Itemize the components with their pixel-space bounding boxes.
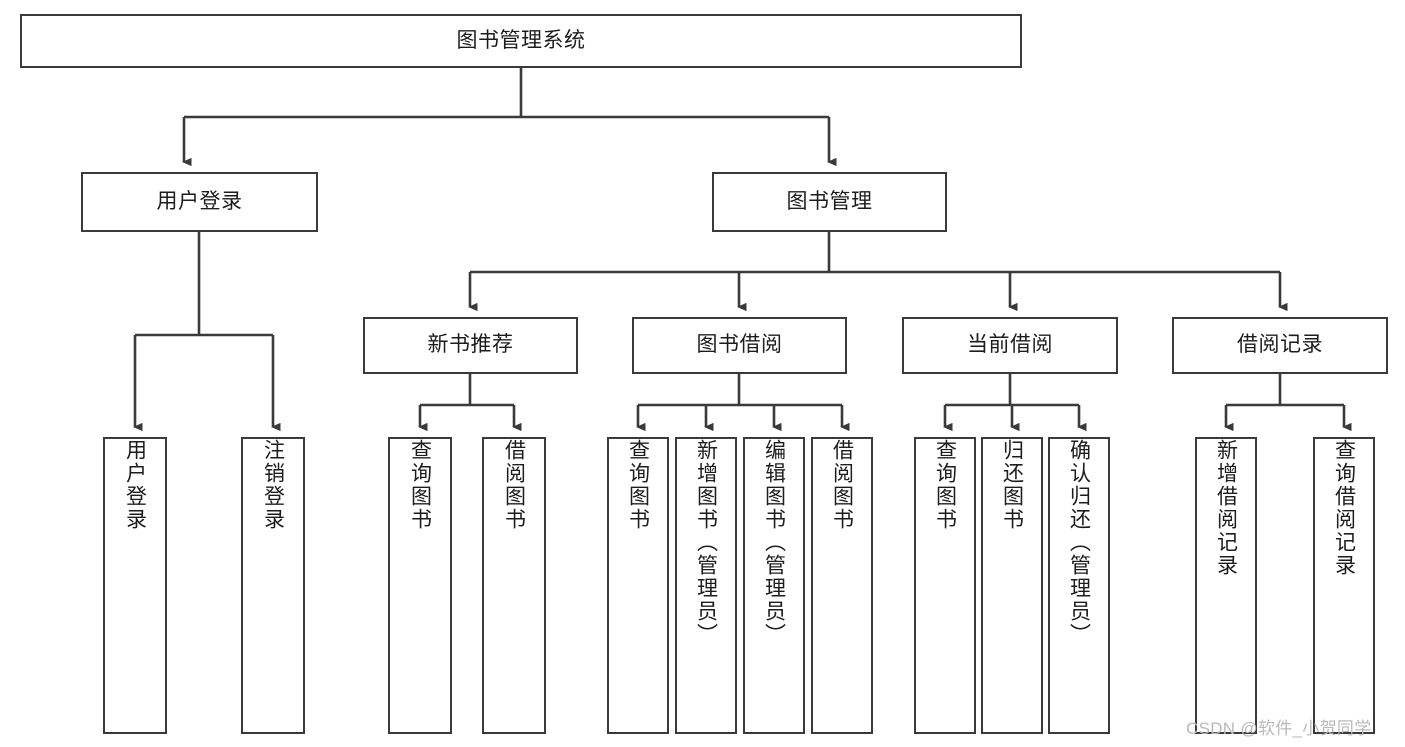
node-leaf-query-book-current[interactable]: 查询图书 bbox=[914, 437, 976, 734]
node-leaf-query-book-current-label: 查询图书 bbox=[933, 439, 957, 531]
node-leaf-add-book-admin[interactable]: 新增图书（管理员） bbox=[675, 437, 737, 734]
node-current-borrow-label: 当前借阅 bbox=[967, 333, 1053, 357]
node-new-book-recommend[interactable]: 新书推荐 bbox=[363, 317, 578, 374]
node-book-management-label: 图书管理 bbox=[786, 189, 873, 213]
node-leaf-borrow-book-recommend-label: 借阅图书 bbox=[502, 439, 526, 531]
node-leaf-edit-book-admin-label: 编辑图书（管理员） bbox=[762, 439, 786, 646]
node-leaf-return-book[interactable]: 归还图书 bbox=[981, 437, 1043, 734]
node-user-login-label: 用户登录 bbox=[156, 189, 243, 213]
node-leaf-borrow-book[interactable]: 借阅图书 bbox=[811, 437, 873, 734]
node-leaf-query-book-borrow[interactable]: 查询图书 bbox=[607, 437, 669, 734]
node-leaf-user-logout-label: 注销登录 bbox=[261, 439, 285, 531]
node-root[interactable]: 图书管理系统 bbox=[20, 14, 1022, 68]
node-leaf-edit-book-admin[interactable]: 编辑图书（管理员） bbox=[743, 437, 805, 734]
node-borrow-record[interactable]: 借阅记录 bbox=[1172, 317, 1388, 374]
node-root-label: 图书管理系统 bbox=[456, 28, 586, 52]
node-leaf-query-book-recommend-label: 查询图书 bbox=[408, 439, 432, 531]
node-current-borrow[interactable]: 当前借阅 bbox=[902, 317, 1118, 374]
node-user-login[interactable]: 用户登录 bbox=[81, 172, 318, 232]
node-new-book-recommend-label: 新书推荐 bbox=[427, 333, 514, 357]
node-book-management[interactable]: 图书管理 bbox=[712, 172, 947, 232]
node-leaf-confirm-return-admin-label: 确认归还（管理员） bbox=[1067, 439, 1091, 646]
node-leaf-add-borrow-record-label: 新增借阅记录 bbox=[1214, 439, 1238, 577]
csdn-watermark: CSDN @软件_小贺同学 bbox=[1186, 719, 1372, 738]
node-leaf-query-borrow-record-label: 查询借阅记录 bbox=[1332, 439, 1356, 577]
node-leaf-confirm-return-admin[interactable]: 确认归还（管理员） bbox=[1048, 437, 1110, 734]
node-leaf-query-borrow-record[interactable]: 查询借阅记录 bbox=[1313, 437, 1375, 734]
node-leaf-add-book-admin-label: 新增图书（管理员） bbox=[694, 439, 718, 646]
node-book-borrow-label: 图书借阅 bbox=[696, 333, 783, 357]
node-leaf-query-book-recommend[interactable]: 查询图书 bbox=[388, 437, 452, 734]
node-borrow-record-label: 借阅记录 bbox=[1237, 333, 1323, 357]
node-leaf-user-logout[interactable]: 注销登录 bbox=[241, 437, 305, 734]
node-leaf-return-book-label: 归还图书 bbox=[1000, 439, 1024, 531]
node-book-borrow[interactable]: 图书借阅 bbox=[632, 317, 847, 374]
node-leaf-borrow-book-label: 借阅图书 bbox=[830, 439, 854, 531]
node-leaf-user-login[interactable]: 用户登录 bbox=[103, 437, 167, 734]
node-leaf-query-book-borrow-label: 查询图书 bbox=[626, 439, 650, 531]
node-leaf-borrow-book-recommend[interactable]: 借阅图书 bbox=[482, 437, 546, 734]
node-leaf-add-borrow-record[interactable]: 新增借阅记录 bbox=[1195, 437, 1257, 734]
node-leaf-user-login-label: 用户登录 bbox=[123, 439, 147, 531]
